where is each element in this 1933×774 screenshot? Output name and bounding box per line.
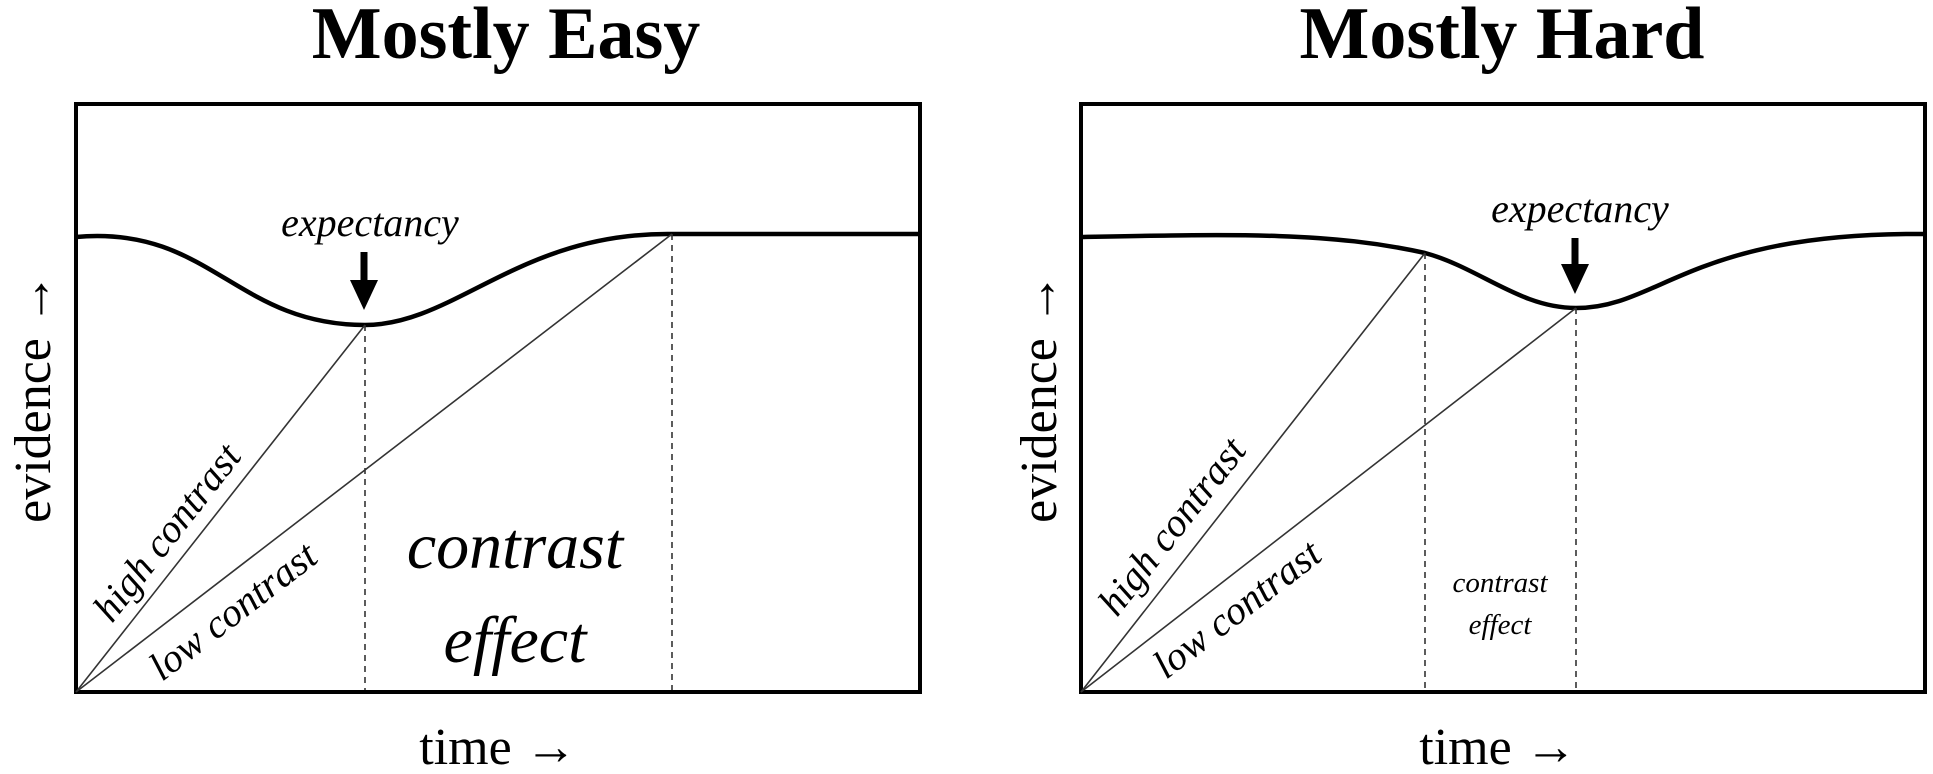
panel-title: Mostly Easy — [312, 0, 701, 75]
high-contrast-line — [1080, 252, 1426, 693]
contrast-effect-line2: effect — [1469, 609, 1533, 641]
threshold-curve — [75, 231, 920, 328]
contrast-effect-line1: contrast — [407, 510, 625, 583]
low-contrast-line — [1080, 307, 1577, 693]
plot-frame — [74, 102, 922, 694]
panel-mostly-easy: Mostly Easy evidence → time → expectancy… — [5, 0, 922, 774]
plot-frame — [1079, 102, 1927, 694]
expectancy-label: expectancy — [281, 200, 459, 245]
expectancy-arrow-icon — [1561, 238, 1589, 294]
y-axis-label: evidence → — [1011, 273, 1068, 523]
contrast-effect-line1: contrast — [1452, 567, 1548, 599]
contrast-effect-line2: effect — [444, 604, 589, 677]
high-contrast-line — [75, 324, 366, 693]
panel-mostly-hard: Mostly Hard evidence → time → expectancy… — [1011, 0, 1927, 774]
panel-title: Mostly Hard — [1300, 0, 1705, 75]
expectancy-arrow-icon — [350, 252, 378, 310]
low-contrast-line — [75, 233, 673, 693]
x-axis-label: time → — [1419, 719, 1576, 774]
x-axis-label: time → — [419, 719, 576, 774]
expectancy-label: expectancy — [1491, 186, 1669, 231]
threshold-curve — [1080, 231, 1926, 311]
y-axis-label: evidence → — [5, 273, 62, 523]
